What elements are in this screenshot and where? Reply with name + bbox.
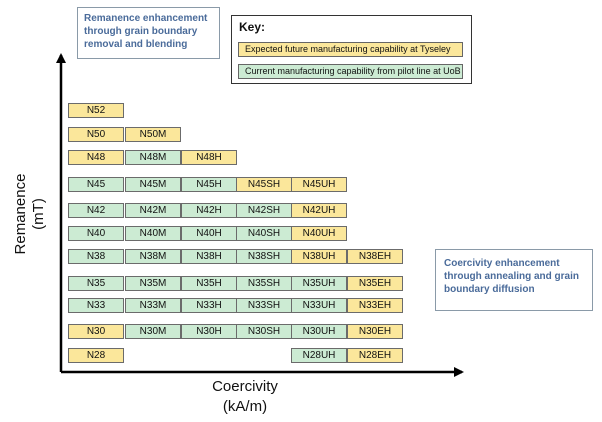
x-axis-label: Coercivity (kA/m) [190,377,300,417]
grade-cell-n40uh: N40UH [291,226,347,241]
y-axis-label: Remanence (mT) [12,166,48,262]
grade-cell-n40h: N40H [181,226,237,241]
grade-cell-n40m: N40M [125,226,181,241]
grade-cell-n38eh: N38EH [347,249,403,264]
grade-cell-n33sh: N33SH [236,298,292,313]
grade-cell-n45h: N45H [181,177,237,192]
grade-cell-n40sh: N40SH [236,226,292,241]
grade-cell-n30h: N30H [181,324,237,339]
grade-cell-n38uh: N38UH [291,249,347,264]
grade-cell-n42: N42 [68,203,124,218]
grade-cell-n38m: N38M [125,249,181,264]
grade-cell-n30sh: N30SH [236,324,292,339]
grade-cell-n30m: N30M [125,324,181,339]
remanence-note: Remanence enhancement through grain boun… [77,7,220,59]
grade-cell-n42uh: N42UH [291,203,347,218]
grade-cell-n40: N40 [68,226,124,241]
grade-cell-n35eh: N35EH [347,276,403,291]
coercivity-note-text: Coercivity enhancement through annealing… [444,258,579,295]
remanence-note-text: Remanence enhancement through grain boun… [84,13,208,50]
grade-cell-n28uh: N28UH [291,348,347,363]
grade-cell-n30uh: N30UH [291,324,347,339]
grade-cell-n52: N52 [68,103,124,118]
y-axis-label-line2: (mT) [30,198,47,230]
grade-cell-n35uh: N35UH [291,276,347,291]
grade-cell-n48: N48 [68,150,124,165]
grade-cell-n50m: N50M [125,127,181,142]
grade-cell-n50: N50 [68,127,124,142]
grade-cell-n28: N28 [68,348,124,363]
grade-cell-n45sh: N45SH [236,177,292,192]
key-item-tyseley: Expected future manufacturing capability… [238,42,463,57]
grade-cell-n42m: N42M [125,203,181,218]
grade-cell-n38: N38 [68,249,124,264]
grade-cell-n48h: N48H [181,150,237,165]
grade-cell-n33eh: N33EH [347,298,403,313]
x-axis-label-line1: Coercivity [212,378,278,395]
grade-cell-n42h: N42H [181,203,237,218]
grade-cell-n35sh: N35SH [236,276,292,291]
grade-cell-n33m: N33M [125,298,181,313]
grade-cell-n45m: N45M [125,177,181,192]
grade-cell-n48m: N48M [125,150,181,165]
grade-cell-n38sh: N38SH [236,249,292,264]
grade-cell-n42sh: N42SH [236,203,292,218]
grade-cell-n35m: N35M [125,276,181,291]
grade-cell-n30eh: N30EH [347,324,403,339]
grade-cell-n45uh: N45UH [291,177,347,192]
grade-cell-n35: N35 [68,276,124,291]
coercivity-note: Coercivity enhancement through annealing… [435,249,593,311]
grade-cell-n33uh: N33UH [291,298,347,313]
key-item-uob: Current manufacturing capability from pi… [238,64,463,79]
y-axis-label-line1: Remanence [12,173,29,255]
grade-cell-n28eh: N28EH [347,348,403,363]
x-axis-label-line2: (kA/m) [222,398,268,415]
key-title: Key: [239,20,266,34]
grade-cell-n35h: N35H [181,276,237,291]
key-legend: Key: Expected future manufacturing capab… [231,15,472,84]
grade-cell-n30: N30 [68,324,124,339]
grade-cell-n45: N45 [68,177,124,192]
grade-cell-n33h: N33H [181,298,237,313]
grade-cell-n38h: N38H [181,249,237,264]
grade-cell-n33: N33 [68,298,124,313]
